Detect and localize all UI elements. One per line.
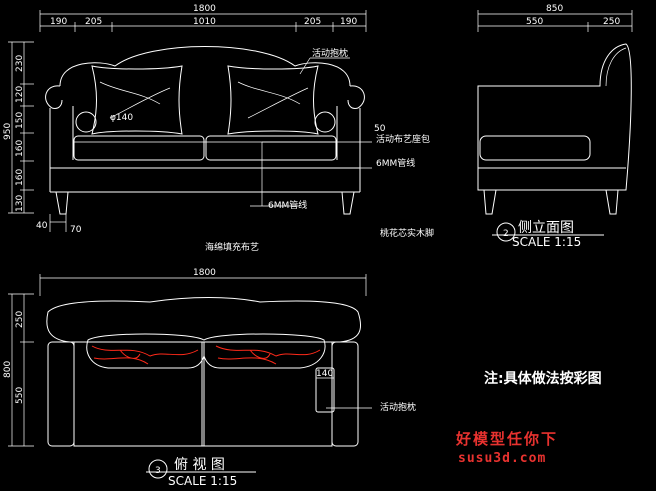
front-dim-gap-left: 205	[85, 17, 102, 27]
top-dim-back: 250	[15, 311, 25, 328]
front-bottom-dimensions: 40 70	[36, 214, 82, 235]
top-view-scale: SCALE 1:15	[168, 474, 237, 488]
watermark-slogan: 好模型任你下	[455, 430, 558, 448]
front-leaders	[250, 57, 372, 207]
top-view: 1800 800 250 550 140 活动抱枕	[3, 268, 416, 488]
top-dim-width: 1800	[193, 268, 216, 278]
sofa-front-outline	[45, 46, 365, 215]
front-dim-seat: 1010	[193, 17, 216, 27]
drawing-note: 注:具体做法按彩图	[484, 370, 602, 387]
front-dim-h4: 160	[15, 140, 25, 157]
label-pillow: 活动抱枕	[312, 47, 348, 59]
label-bolster-diameter: φ140	[110, 113, 133, 123]
top-left-dimensions: 800 250 550	[3, 293, 34, 447]
label-pipe1: 6MM管线	[376, 157, 415, 169]
side-top-dimensions: 850 550 250	[477, 4, 633, 32]
label-offset: 50	[374, 124, 386, 134]
side-view-title: 2 侧立面图 SCALE 1:15	[492, 220, 604, 249]
side-dim-back: 250	[603, 17, 620, 27]
top-view-title-text: 俯 视 图	[174, 457, 225, 473]
front-dim-arm-right: 190	[340, 17, 357, 27]
top-dim-seat: 550	[15, 387, 25, 404]
front-dim-gap-right: 205	[304, 17, 321, 27]
side-dim-depth: 850	[546, 4, 563, 14]
label-seat-cushion: 活动布艺座包	[376, 133, 430, 145]
top-dim-inner: 140	[316, 369, 333, 379]
top-top-dimensions: 1800	[39, 268, 367, 296]
label-fill-fabric: 海绵填充布艺	[205, 241, 259, 253]
front-dim-leg-width: 70	[70, 225, 82, 235]
front-dim-height: 950	[3, 123, 13, 140]
label-pipe2: 6MM管线	[268, 199, 307, 211]
watermark-site: susu3d.com	[458, 451, 546, 466]
side-dim-seat: 550	[526, 17, 543, 27]
front-dim-h5: 160	[15, 169, 25, 186]
label-legs: 桃花芯实木脚	[380, 227, 434, 239]
front-top-dimensions: 1800 190 205 1010 205 190	[39, 4, 367, 32]
watermark: 好模型任你下 susu3d.com	[455, 430, 558, 466]
front-dim-h6: 130	[15, 195, 25, 212]
side-view-number: 2	[503, 229, 509, 239]
side-view-scale: SCALE 1:15	[512, 235, 581, 249]
sofa-top-outline: 140	[46, 297, 372, 447]
top-dim-depth: 800	[3, 361, 13, 378]
front-dim-h2: 120	[15, 86, 25, 103]
front-view: 1800 190 205 1010 205 190 950 230 120 15…	[3, 4, 434, 253]
front-dim-overall: 1800	[193, 4, 216, 14]
front-dim-h3: 150	[15, 112, 25, 129]
front-dim-h1: 230	[15, 55, 25, 72]
front-dim-arm-left: 190	[50, 17, 67, 27]
side-view: 850 550 250 2 侧立面图 SCALE 1:15	[477, 4, 633, 249]
top-view-number: 3	[155, 466, 161, 476]
sofa-side-outline	[477, 43, 632, 215]
front-left-dimensions: 950 230 120 150 160 160 130	[3, 41, 34, 214]
top-label-pillow: 活动抱枕	[380, 401, 416, 413]
top-view-title: 3 俯 视 图 SCALE 1:15	[146, 457, 256, 488]
front-dim-leg-inset: 40	[36, 221, 48, 231]
side-view-title-text: 侧立面图	[518, 220, 574, 236]
